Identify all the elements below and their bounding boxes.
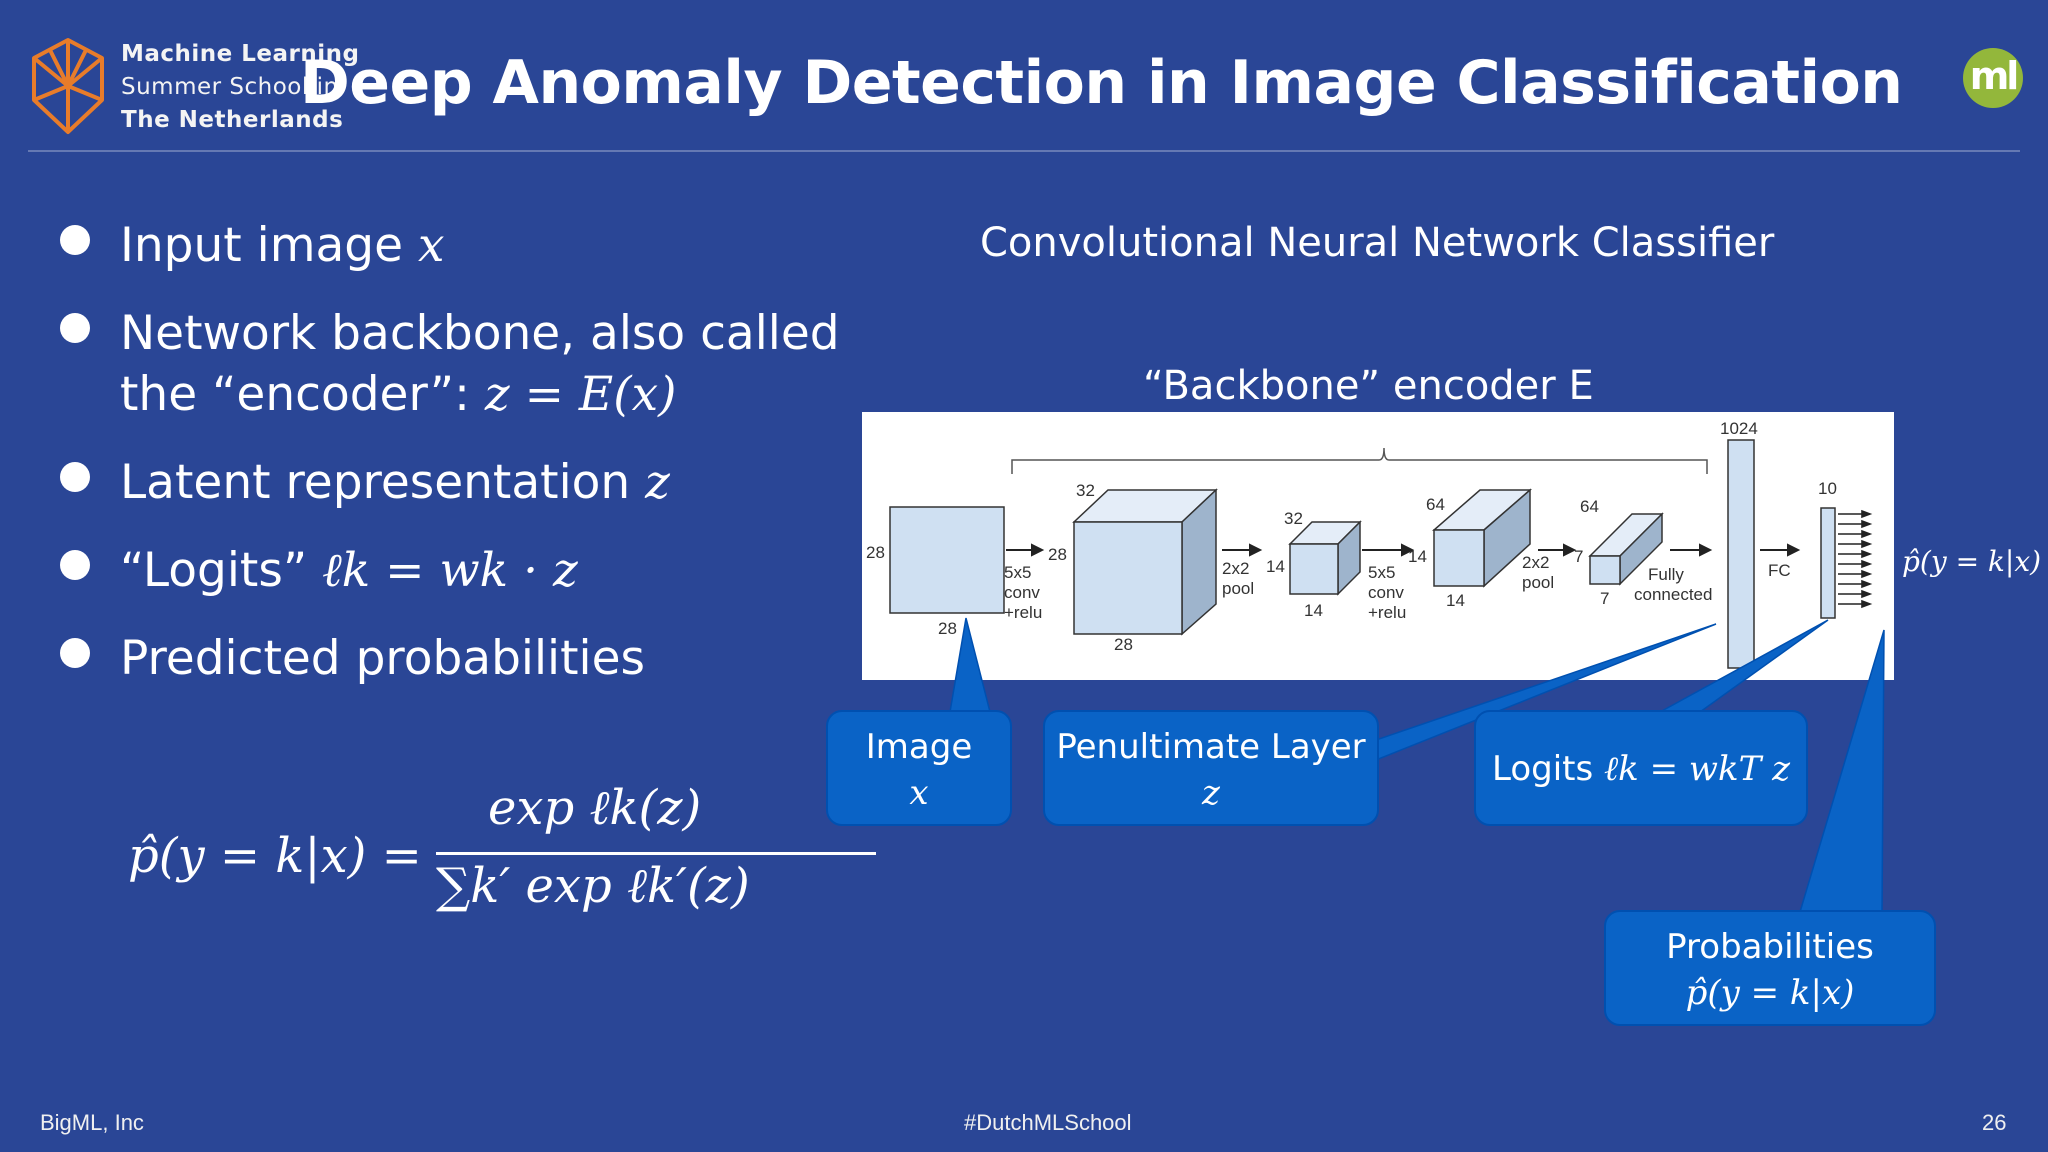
label-conv1-line3: +relu: [1004, 603, 1042, 622]
bullet-list: Input image x Network backbone, also cal…: [60, 215, 890, 716]
input-layer: [889, 506, 1005, 614]
label-pool2-line1: 2x2: [1522, 553, 1549, 572]
output-probability-label: p̂(y = k|x): [1902, 545, 2042, 578]
image-callout: Image x: [826, 710, 1012, 826]
label-pool2-line2: pool: [1522, 573, 1554, 592]
bullet-text: Input image: [120, 218, 418, 273]
probabilities-callout-line2: p̂(y = k|x): [1685, 973, 1855, 1013]
label-in-w: 28: [938, 619, 957, 638]
logits-callout-text: Logits: [1491, 749, 1605, 789]
probabilities-callout: Probabilities p̂(y = k|x): [1604, 910, 1936, 1026]
label-fc2: FC: [1768, 561, 1791, 580]
layer-arrows: [1006, 543, 1801, 557]
image-callout-line1: Image: [865, 727, 973, 767]
label-p2-bot: 7: [1600, 589, 1609, 608]
label-p2-side: 7: [1574, 547, 1583, 566]
label-p1-side: 14: [1266, 557, 1285, 576]
penultimate-callout: Penultimate Layer z: [1043, 710, 1379, 826]
bullet-dot-icon: [60, 313, 90, 343]
bullet-math: z: [645, 455, 670, 510]
bullet-math: z = E(x): [484, 367, 677, 422]
label-c1-bot: 28: [1114, 635, 1133, 654]
formula-lhs: p̂(y = k|x) =: [128, 828, 422, 884]
bullet-dot-icon: [60, 550, 90, 580]
bullet-backbone: Network backbone, also called the “encod…: [60, 303, 890, 425]
label-c1-top: 32: [1076, 481, 1095, 500]
bullet-dot-icon: [60, 638, 90, 668]
output-10-layer: [1820, 507, 1836, 619]
probabilities-callout-line1: Probabilities: [1666, 927, 1874, 967]
conv1-cube: [1072, 488, 1218, 636]
page-number: 26: [1982, 1110, 2007, 1135]
label-c2-side: 14: [1408, 547, 1427, 566]
header-divider: [28, 150, 2020, 152]
school-name-line3: The Netherlands: [121, 107, 344, 133]
image-callout-line2: x: [909, 773, 929, 813]
cnn-diagram-panel: 28 28 5x5 conv +relu 32 28 28 2x2 pool 1…: [862, 412, 1894, 680]
bullet-probabilities: Predicted probabilities: [60, 628, 890, 689]
diagram-title: Convolutional Neural Network Classifier: [980, 220, 1775, 266]
fc-1024-layer: [1727, 439, 1755, 669]
penultimate-callout-line2: z: [1202, 773, 1220, 813]
school-name-line1: Machine Learning: [121, 41, 360, 67]
school-name-line2: Summer School in: [121, 74, 339, 100]
label-conv1-line1: 5x5: [1004, 563, 1031, 582]
bullet-text: Latent representation: [120, 455, 646, 510]
output-arrows: [1838, 509, 1873, 609]
backbone-label: “Backbone” encoder E: [1143, 363, 1594, 409]
bullet-text: “Logits”: [120, 543, 323, 598]
footer-hashtag: #DutchMLSchool: [964, 1110, 1132, 1135]
label-c2-top: 64: [1426, 495, 1445, 514]
label-in-h: 28: [866, 543, 885, 562]
label-p1-bot: 14: [1304, 601, 1323, 620]
penultimate-callout-line1: Penultimate Layer: [1056, 727, 1366, 767]
bullet-dot-icon: [60, 462, 90, 492]
ml-logo-icon: ml: [1963, 48, 2023, 108]
bullet-input-image: Input image x: [60, 215, 890, 276]
label-fc1-line1: Fully: [1648, 565, 1684, 584]
logits-callout: Logits ℓk = wkT z: [1474, 710, 1808, 826]
bullet-latent: Latent representation z: [60, 452, 890, 513]
label-p2-top: 64: [1580, 497, 1599, 516]
bullet-text: Predicted probabilities: [120, 631, 645, 686]
label-conv1-line2: conv: [1004, 583, 1040, 602]
formula-fraction-bar: [436, 852, 876, 855]
pool1-cube: [1288, 520, 1362, 596]
bullet-text: Network backbone, also called: [120, 306, 840, 361]
backbone-brace: [1011, 447, 1708, 474]
probabilities-callout-pointer: [1798, 629, 1885, 913]
cnn-diagram: 28 28 5x5 conv +relu 32 28 28 2x2 pool 1…: [866, 419, 1873, 669]
bullet-text-line2: the “encoder”:: [120, 367, 485, 422]
label-conv2-line3: +relu: [1368, 603, 1406, 622]
label-fc1-line2: connected: [1634, 585, 1712, 604]
label-conv2-line1: 5x5: [1368, 563, 1395, 582]
image-callout-pointer: [949, 617, 991, 713]
label-conv2-line2: conv: [1368, 583, 1404, 602]
slide-title: Deep Anomaly Detection in Image Classifi…: [300, 48, 1903, 118]
label-pool1-line1: 2x2: [1222, 559, 1249, 578]
label-out-width: 10: [1818, 479, 1837, 498]
school-logo-icon: [32, 38, 104, 134]
bullet-math: x: [417, 218, 445, 273]
footer-company: BigML, Inc: [40, 1110, 144, 1135]
label-c1-side: 28: [1048, 545, 1067, 564]
school-name: Machine Learning Summer School in The Ne…: [121, 38, 360, 137]
bullet-dot-icon: [60, 225, 90, 255]
formula-denominator: ∑k′ exp ℓk′(z): [436, 858, 750, 914]
bullet-logits: “Logits” ℓk = wk · z: [60, 540, 890, 601]
bullet-math: ℓk = wk · z: [322, 543, 578, 598]
formula-numerator: exp ℓk(z): [488, 780, 702, 836]
label-fc-width: 1024: [1720, 419, 1758, 438]
pool2-cube: [1588, 512, 1664, 586]
label-p1-top: 32: [1284, 509, 1303, 528]
conv2-cube: [1431, 488, 1533, 588]
logits-callout-math: ℓk = wkT z: [1604, 749, 1790, 789]
label-c2-bot: 14: [1446, 591, 1465, 610]
label-pool1-line2: pool: [1222, 579, 1254, 598]
